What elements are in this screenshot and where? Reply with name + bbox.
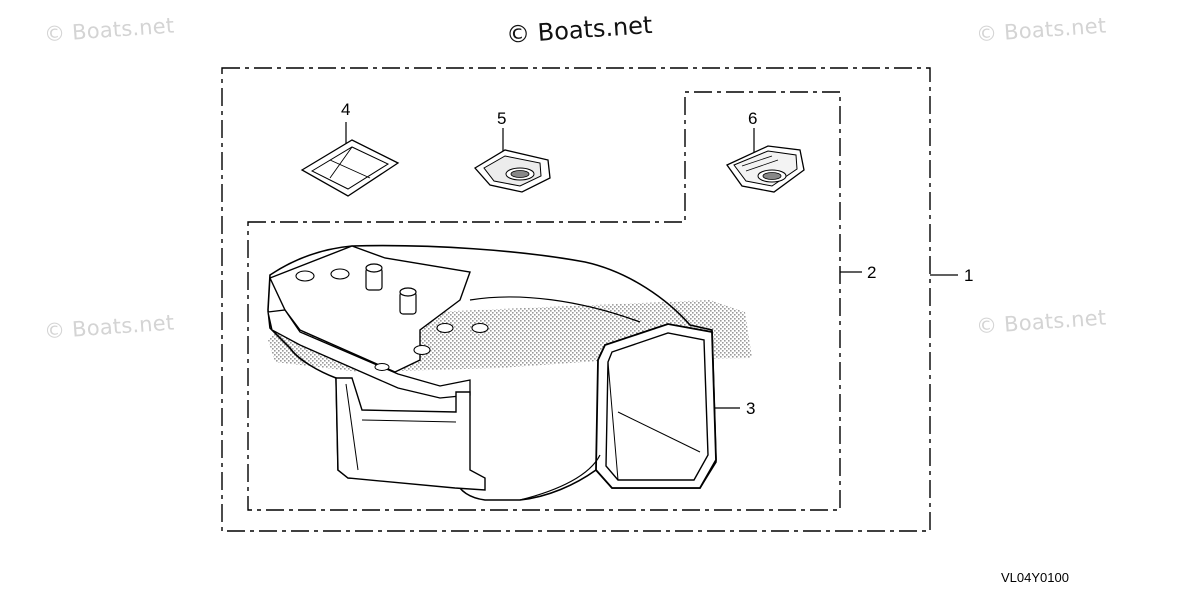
callout-5: 5 [497, 109, 506, 128]
duct-studs [365, 263, 417, 315]
duct-flange [267, 309, 471, 399]
callout-1: 1 [964, 266, 973, 285]
callout-4: 4 [341, 100, 350, 119]
diagram-code: VL04Y0100 [1001, 570, 1069, 585]
callout-3: 3 [746, 399, 755, 418]
duct-outlet-inner [605, 332, 709, 481]
duct-bracket [269, 245, 471, 373]
kit-outer-boundary [221, 67, 931, 532]
emblem-part-6 [726, 145, 805, 193]
callout-6: 6 [748, 109, 757, 128]
duct-assembly-boundary [247, 91, 841, 511]
label-part-4 [300, 139, 400, 197]
duct-lower-frame [335, 377, 486, 491]
callout-2: 2 [867, 263, 876, 282]
emblem-part-5 [473, 149, 551, 193]
air-duct-part-3 [267, 244, 752, 501]
